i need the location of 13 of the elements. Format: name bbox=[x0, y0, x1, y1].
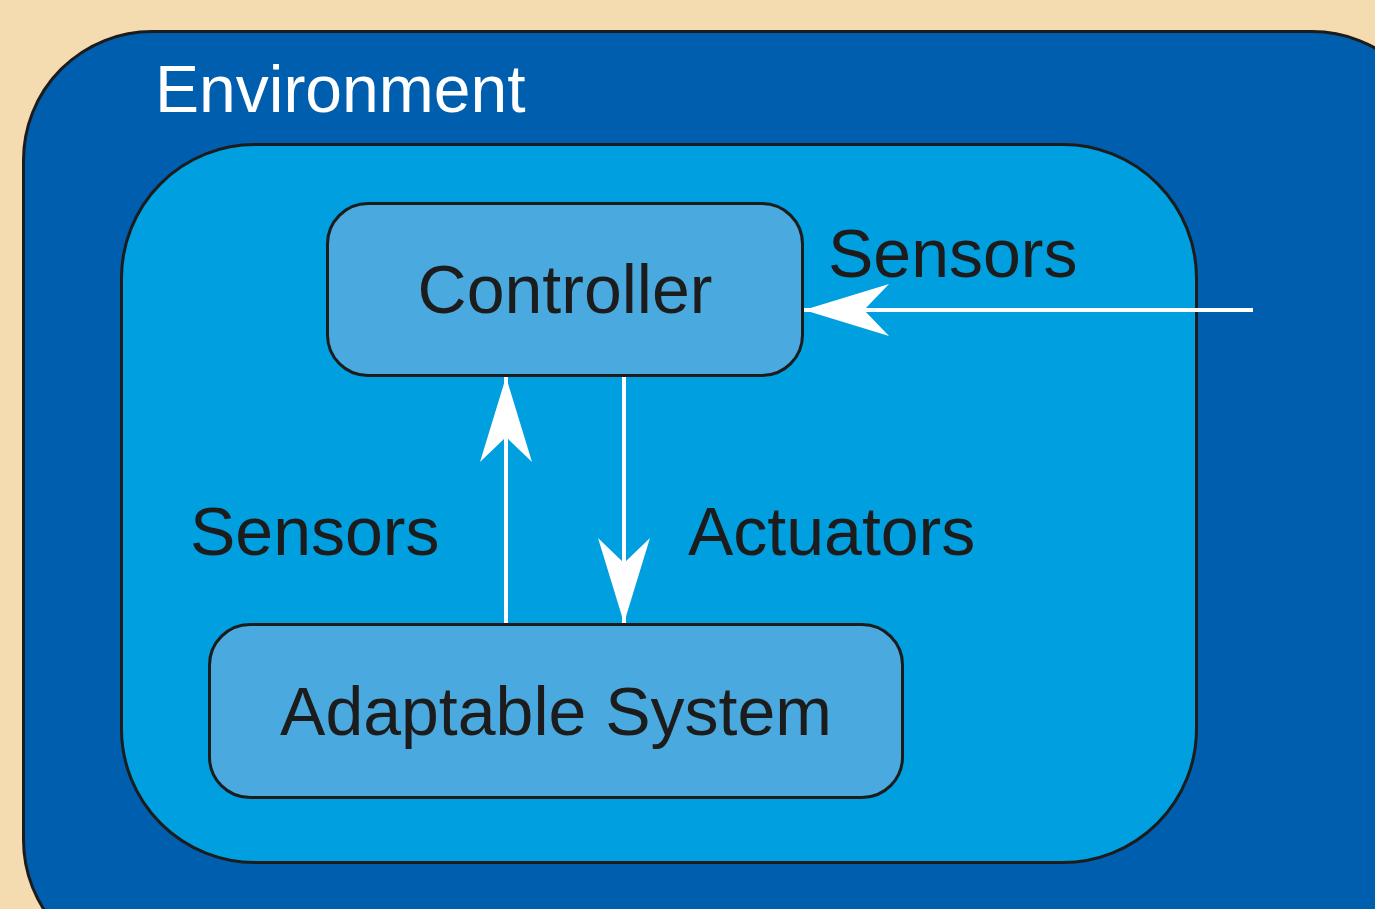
rounded-box bbox=[22, 30, 1375, 909]
arrow bbox=[598, 377, 650, 623]
edge-label: Sensors bbox=[828, 216, 1078, 291]
arrow bbox=[480, 377, 532, 623]
arrow bbox=[804, 284, 1253, 336]
node-label: Environment bbox=[155, 53, 526, 126]
edge-label: Actuators bbox=[688, 494, 976, 569]
rounded-box bbox=[326, 202, 804, 377]
node-label: Controller bbox=[417, 252, 713, 327]
rounded-box bbox=[120, 143, 1198, 864]
rounded-box bbox=[208, 623, 904, 799]
node-label: Adaptable System bbox=[280, 673, 832, 749]
edge-label: Sensors bbox=[190, 494, 440, 569]
